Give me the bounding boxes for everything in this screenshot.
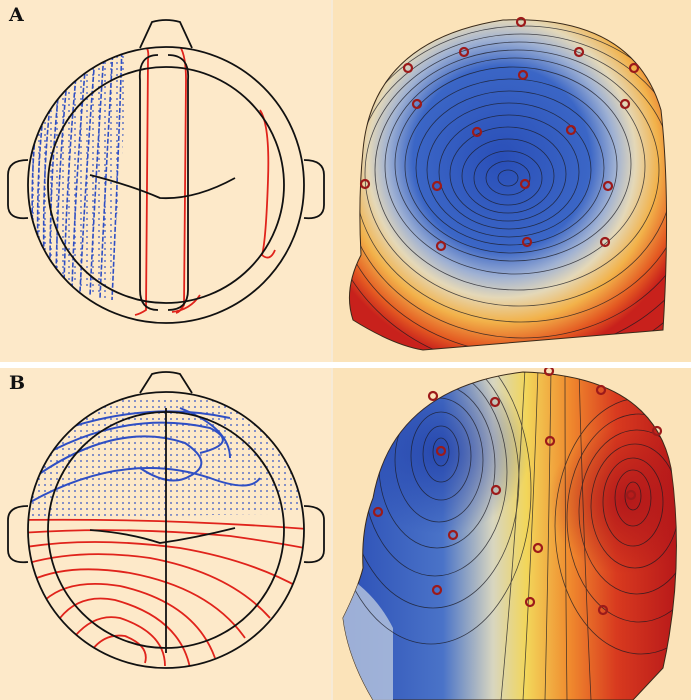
panel-a-divider: [331, 0, 333, 362]
isopotential-lines: [343, 372, 677, 700]
panel-label-a: A: [9, 4, 24, 26]
positive-contours: [134, 47, 276, 316]
head-b-svg: [342, 368, 677, 700]
topomap-a-svg: [7, 19, 325, 324]
panel-label-b: B: [9, 372, 26, 394]
electrodes: [359, 16, 640, 252]
head-outline: [7, 371, 325, 669]
panel-b: B: [0, 368, 691, 700]
head-outline: [7, 19, 325, 324]
panel-b-divider: [331, 368, 333, 700]
negative-region: [28, 398, 304, 518]
panel-separator: [0, 362, 691, 368]
positive-contours: [28, 518, 304, 668]
electrodes: [372, 368, 663, 616]
head-a-svg: [348, 16, 668, 351]
scalp-surface: [348, 19, 668, 351]
panel-a-topomap-2d: [0, 0, 331, 362]
panel-a: A: [0, 0, 691, 362]
panel-b-topomap-2d: [0, 368, 331, 700]
panel-b-head-3d: [333, 368, 691, 700]
panel-a-head-3d: [333, 0, 691, 362]
topomap-b-svg: [7, 371, 325, 669]
shading: [343, 372, 677, 700]
